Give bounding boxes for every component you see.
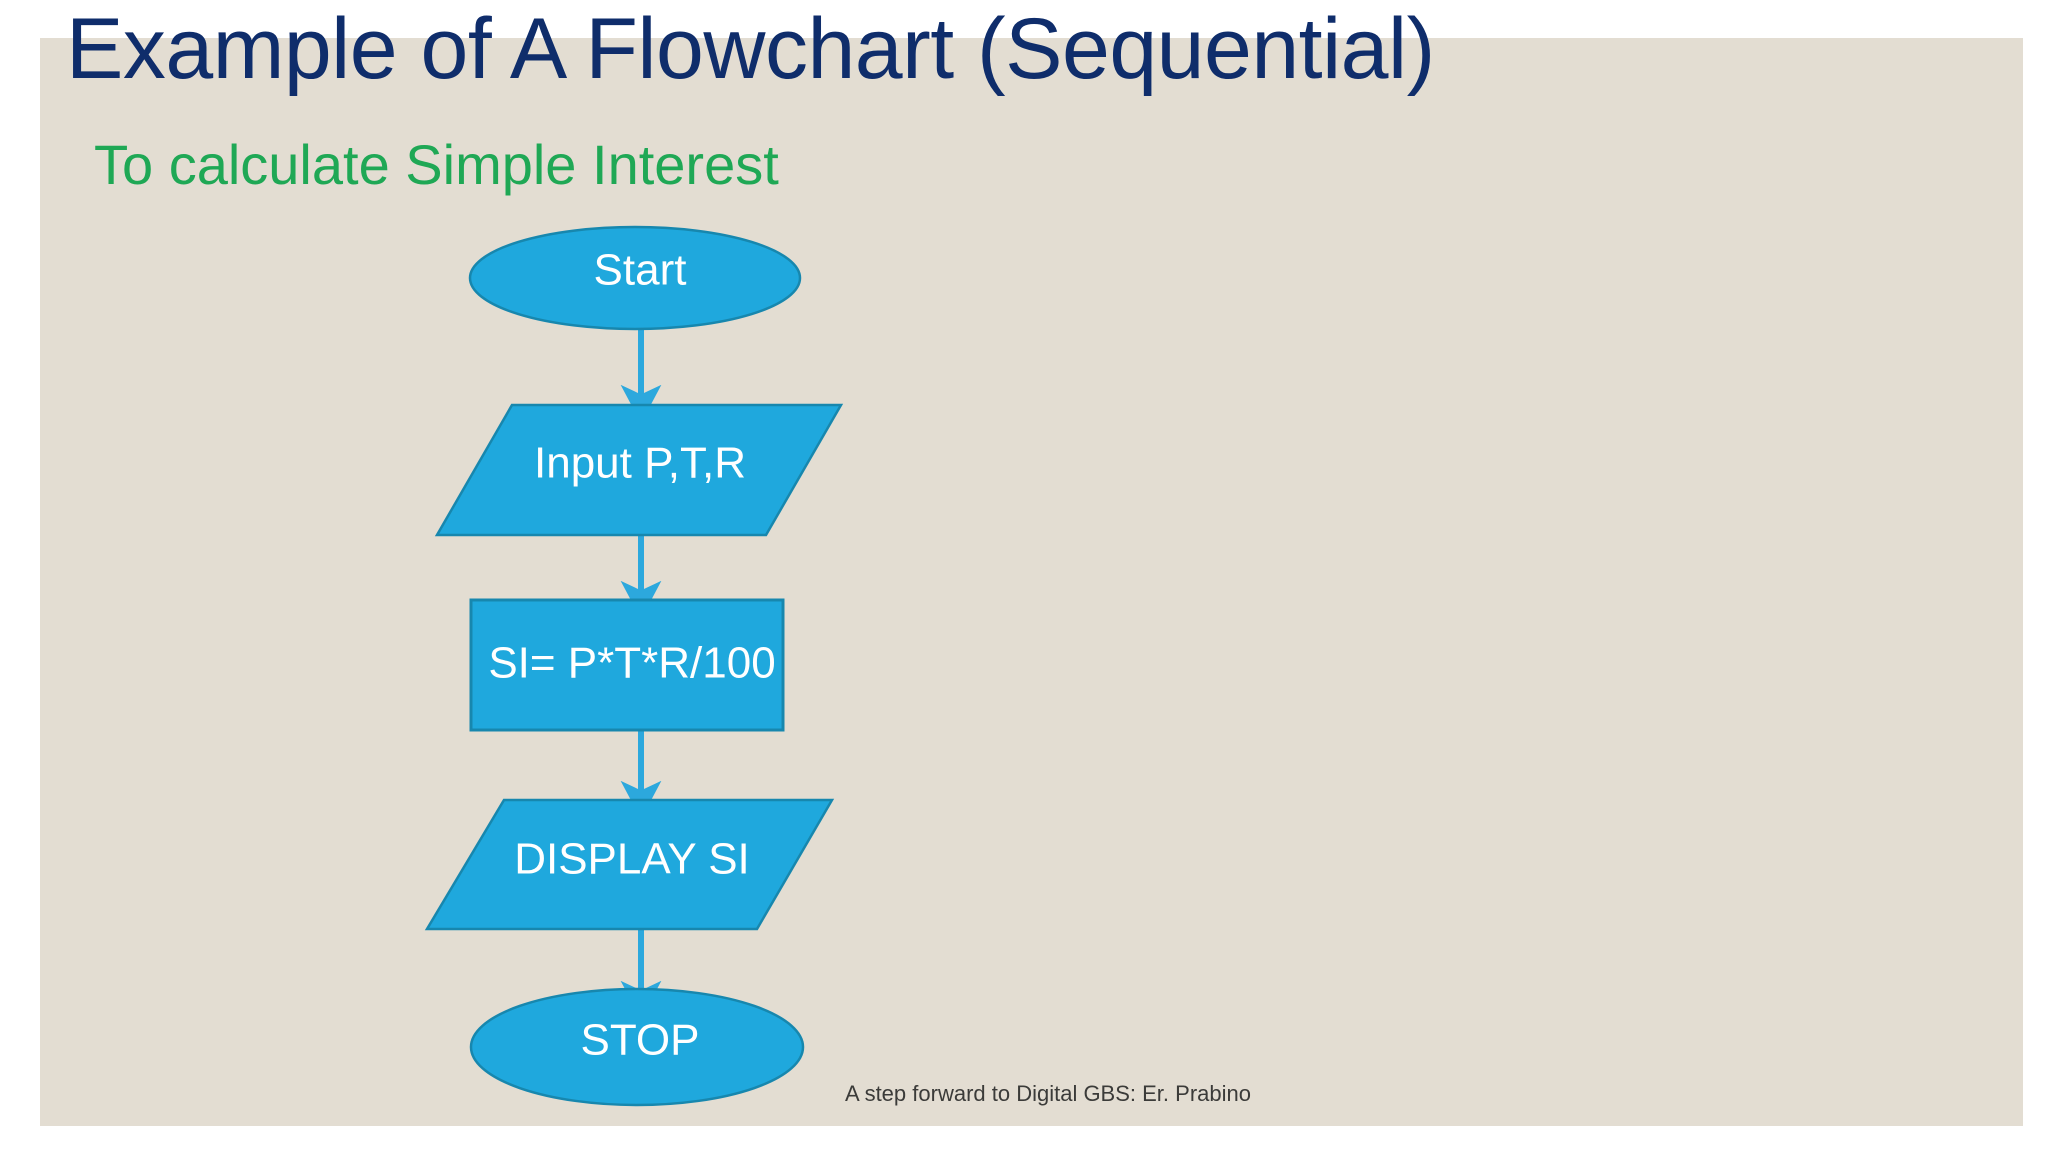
slide-subtitle: To calculate Simple Interest bbox=[94, 133, 779, 196]
process-node-label: SI= P*T*R/100 bbox=[488, 639, 775, 688]
flowchart-node-process[interactable]: SI= P*T*R/100 bbox=[469, 598, 785, 732]
flowchart-node-stop[interactable]: STOP bbox=[469, 987, 805, 1107]
process-rectangle-shape[interactable] bbox=[469, 598, 785, 732]
slide-content-panel bbox=[40, 38, 2023, 1126]
start-node-label: Start bbox=[594, 246, 687, 295]
input-node-label: Input P,T,R bbox=[534, 439, 746, 488]
page-title: Example of A Flowchart (Sequential) bbox=[66, 1, 1435, 97]
footer-credit-text: A step forward to Digital GBS: Er. Prabi… bbox=[845, 1081, 1251, 1106]
stop-ellipse-shape[interactable] bbox=[469, 987, 805, 1107]
stop-node-label: STOP bbox=[580, 1016, 699, 1065]
flowchart-node-input[interactable]: Input P,T,R bbox=[434, 403, 844, 537]
input-parallelogram-shape[interactable] bbox=[434, 403, 844, 537]
flowchart-node-start[interactable]: Start bbox=[468, 225, 802, 331]
display-node-label: DISPLAY SI bbox=[514, 835, 750, 884]
flowchart-node-display[interactable]: DISPLAY SI bbox=[424, 798, 835, 931]
display-parallelogram-shape[interactable] bbox=[424, 798, 835, 931]
start-ellipse-shape[interactable] bbox=[468, 225, 802, 331]
